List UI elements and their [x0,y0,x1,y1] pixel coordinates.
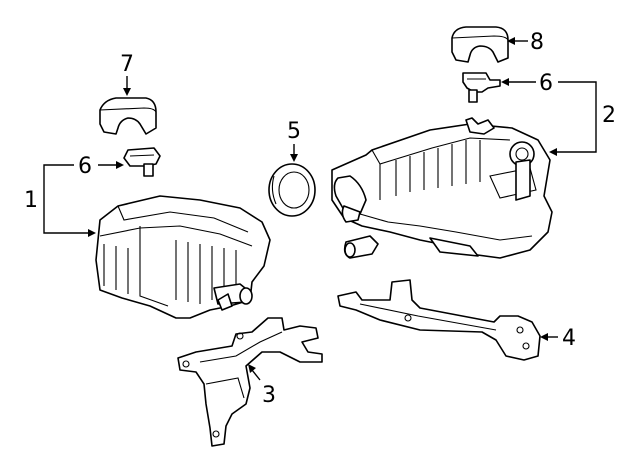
part-4-bracket [337,279,541,361]
callout-6-right: 6 [539,71,553,96]
part-5-gasket-ring [268,163,316,217]
callout-7: 7 [120,52,134,77]
callout-8: 8 [530,30,544,55]
callout-1: 1 [24,188,38,213]
part-2-supercharger-right [331,117,553,259]
callout-6-left: 6 [78,154,92,179]
callout-2: 2 [602,103,616,128]
part-8-cover [451,26,509,63]
callout-4: 4 [562,326,576,351]
part-1-supercharger-left [95,195,271,319]
part-7-cover [99,97,157,135]
part-3-bracket [177,317,323,447]
callout-5: 5 [287,119,301,144]
part-6-sensor-right [462,72,501,103]
leader-lines [43,37,597,381]
callout-3: 3 [262,383,276,408]
part-6-sensor-left [123,147,161,177]
